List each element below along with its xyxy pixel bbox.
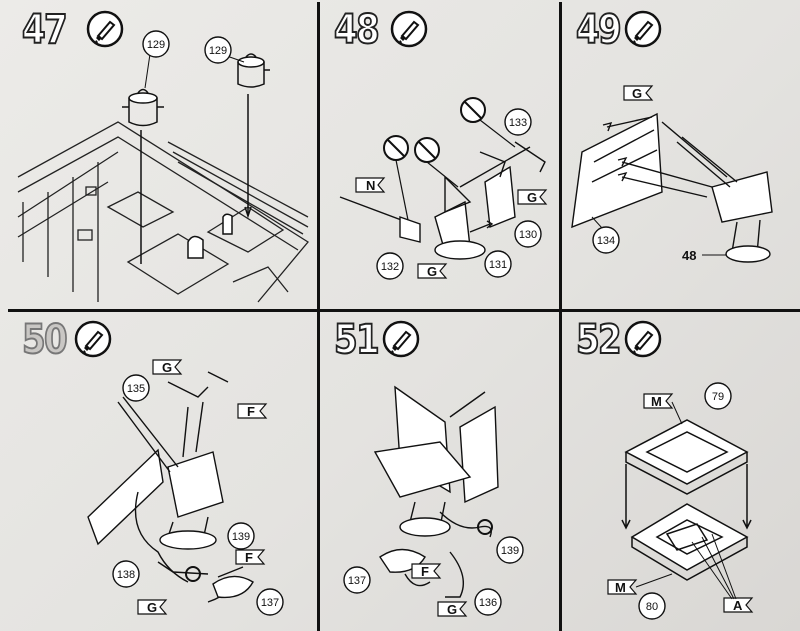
part-callout <box>204 36 232 64</box>
sprue-letter: G <box>447 602 457 617</box>
sprue-letter: F <box>421 564 429 579</box>
step-number: 51 <box>333 317 380 363</box>
part-label: 135 <box>127 383 145 395</box>
part-label: 129 <box>147 39 165 51</box>
no-glue-icon <box>460 97 516 148</box>
glue-tube-icon <box>382 320 420 358</box>
sprue-letter: G <box>427 264 437 279</box>
part-label: 139 <box>501 545 519 557</box>
step-52-panel: 52 M M A <box>562 312 800 631</box>
gun-mount-drawing: N G G 133 132 131 130 <box>339 97 548 280</box>
part-label: 79 <box>712 391 724 403</box>
sprue-letter: G <box>147 600 157 615</box>
step-reference: 48 <box>682 248 696 263</box>
sprue-letter: M <box>651 394 662 409</box>
step-47-panel: 47 <box>8 2 320 312</box>
pot-129-a <box>122 88 164 127</box>
part-label: 138 <box>117 569 135 581</box>
sprue-letter: M <box>615 580 626 595</box>
no-glue-icon <box>414 137 459 188</box>
step-number: 52 <box>575 317 622 363</box>
sprue-letter: G <box>527 190 537 205</box>
part-label: 130 <box>519 229 537 241</box>
step-number: 47 <box>21 7 68 53</box>
step-number: 50 <box>21 317 68 363</box>
part-label: 139 <box>232 531 250 543</box>
pot-129-b <box>237 53 270 88</box>
shield-drawing: G 134 48 <box>571 85 773 263</box>
part-label: 137 <box>348 575 366 587</box>
part-label: 133 <box>509 117 527 129</box>
glue-tube-icon <box>74 320 112 358</box>
part-label: 137 <box>261 597 279 609</box>
part-label: 134 <box>597 235 615 247</box>
step-50-panel: 50 G <box>8 312 320 631</box>
glue-tube-icon <box>624 10 662 48</box>
part-label: 131 <box>489 259 507 271</box>
hatch-drawing: M M A 79 80 <box>607 382 754 620</box>
no-glue-icon <box>383 135 409 221</box>
deck-drawing: 129 129 <box>17 30 309 303</box>
sprue-letter: F <box>247 404 255 419</box>
sprue-letter: A <box>733 598 743 613</box>
part-label: 129 <box>209 45 227 57</box>
part-label: 132 <box>381 261 399 273</box>
glue-tube-icon <box>624 320 662 358</box>
sprue-letter: N <box>366 178 375 193</box>
part-label: 80 <box>646 601 658 613</box>
sprue-letter: G <box>632 86 642 101</box>
sprue-letter: G <box>162 360 172 375</box>
sprue-letter: F <box>245 550 253 565</box>
gun-complete-drawing: F G 139 137 136 <box>343 385 524 617</box>
step-number: 48 <box>333 7 380 53</box>
gun-assembly-drawing: G F F G 135 139 138 137 <box>87 359 284 616</box>
part-callout <box>142 30 170 58</box>
step-49-panel: 49 G 134 <box>562 2 800 312</box>
glue-tube-icon <box>390 10 428 48</box>
step-number: 49 <box>575 7 622 53</box>
step-51-panel: 51 F G 13 <box>320 312 562 631</box>
part-label: 136 <box>479 597 497 609</box>
glue-tube-icon <box>86 10 124 48</box>
step-48-panel: 48 <box>320 2 562 312</box>
